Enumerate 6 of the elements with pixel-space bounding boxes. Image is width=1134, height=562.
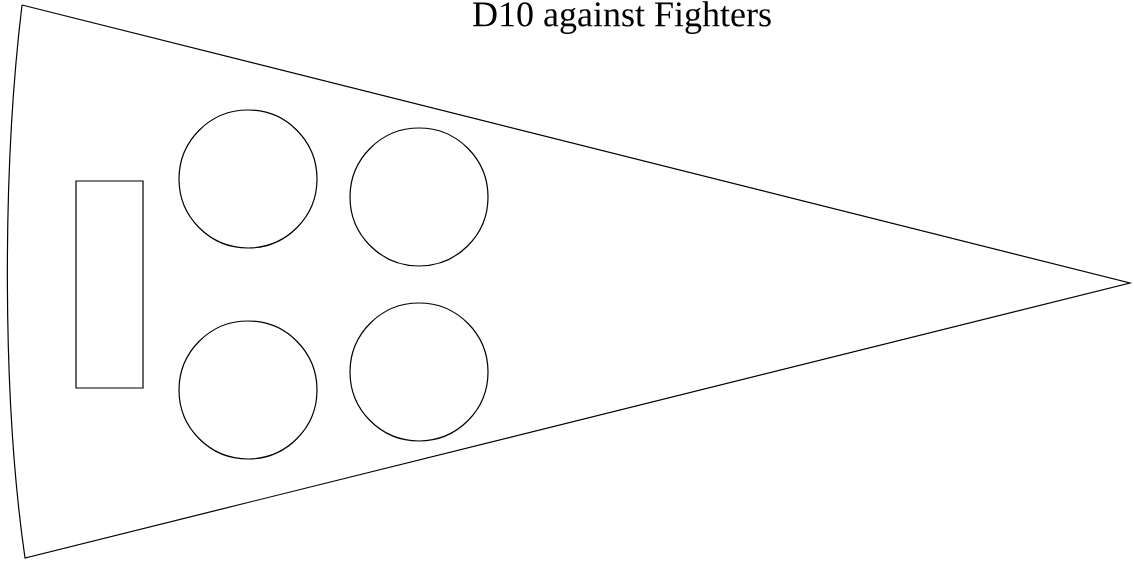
title: D10 against Fighters [473,1,771,34]
circle [178,109,318,249]
rectangle [75,180,144,389]
circle [349,127,489,267]
circle [349,302,489,442]
circle [178,320,318,460]
